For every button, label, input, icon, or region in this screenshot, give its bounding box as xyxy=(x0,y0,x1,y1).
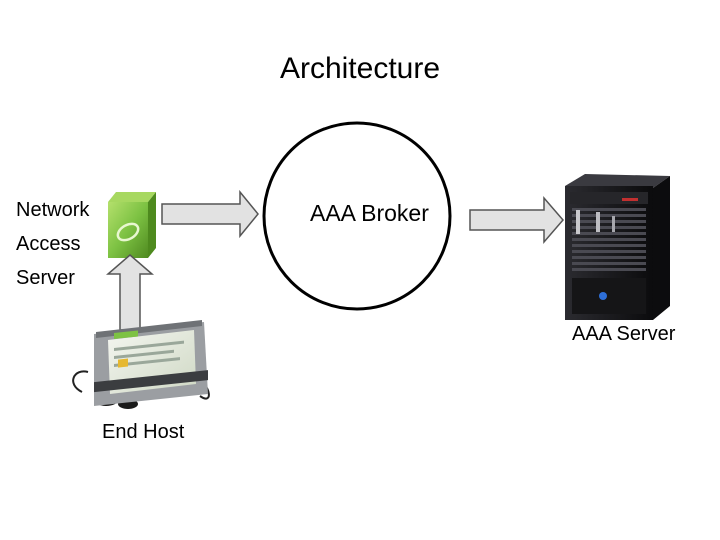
aaa-broker-circle xyxy=(262,121,452,311)
aaa-server-label: AAA Server xyxy=(572,323,676,345)
arrow-host-to-nas xyxy=(105,254,155,331)
nas-label-line: Server xyxy=(16,267,75,289)
arrow-broker-to-server xyxy=(469,195,564,245)
nas-label-line: Access xyxy=(16,233,81,255)
diagram-title: Architecture xyxy=(279,52,441,85)
network-access-server-icon xyxy=(108,192,156,258)
end-host-label: End Host xyxy=(102,421,185,443)
aaa-broker-label: AAA Broker xyxy=(310,200,429,226)
arrow-nas-to-broker xyxy=(161,189,259,239)
end-host-icon xyxy=(72,320,210,409)
nas-label-line: Network xyxy=(16,199,90,221)
aaa-server-icon xyxy=(565,174,670,320)
